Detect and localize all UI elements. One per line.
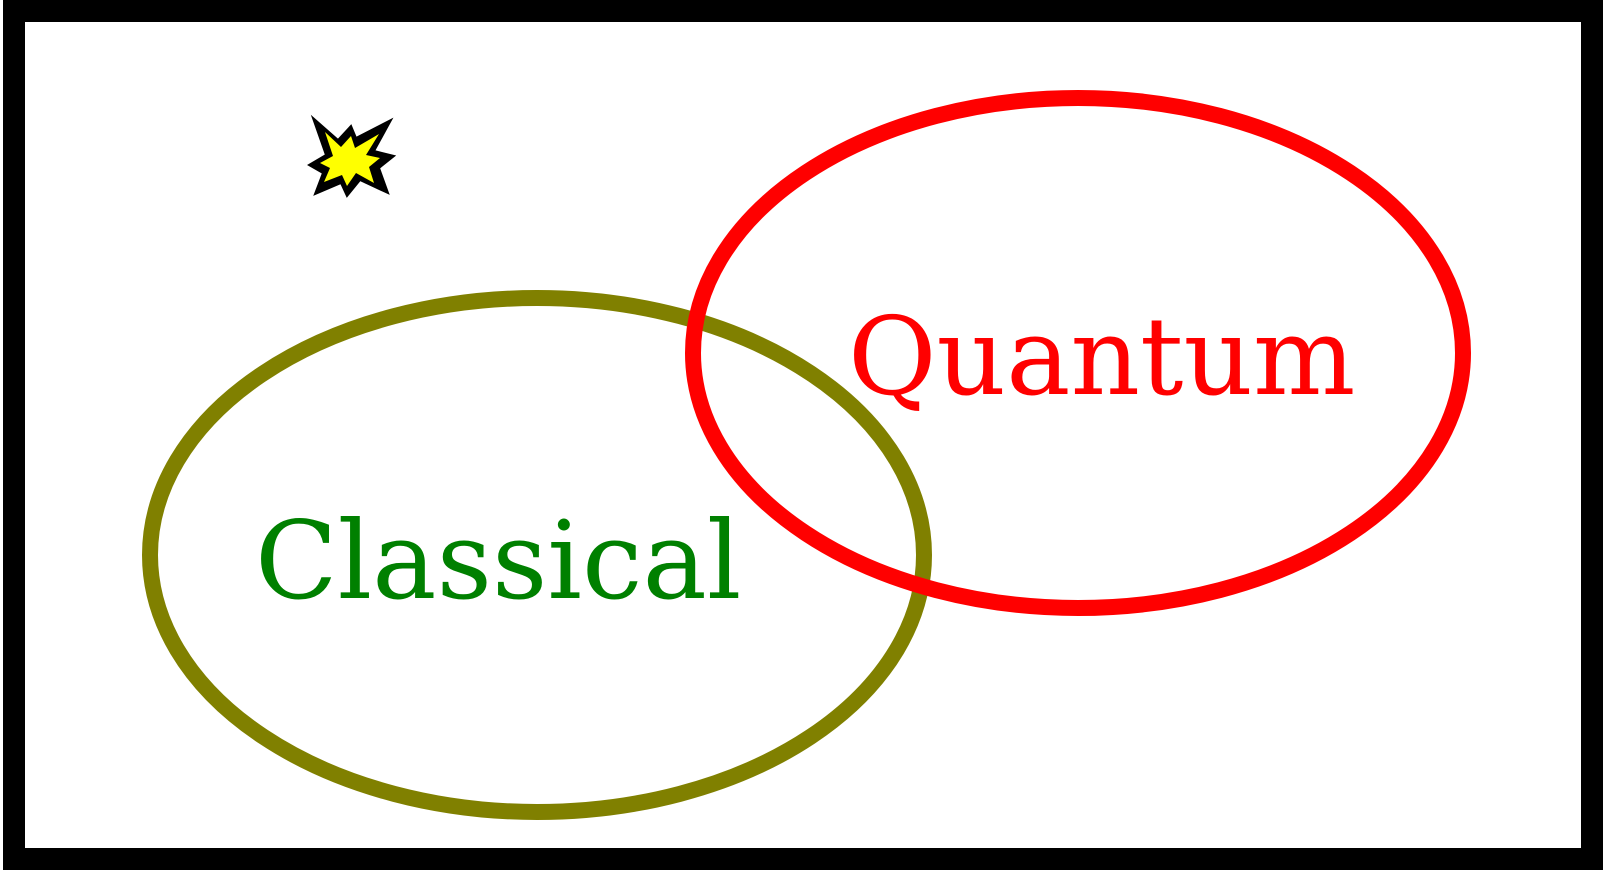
burst-fill	[320, 132, 380, 186]
classical-set-ellipse	[142, 290, 932, 820]
quantum-set-label: Quantum	[848, 295, 1355, 420]
classical-set-label: Classical	[255, 499, 741, 624]
explosion-burst-icon	[307, 114, 397, 198]
quantum-set-ellipse	[685, 90, 1471, 616]
